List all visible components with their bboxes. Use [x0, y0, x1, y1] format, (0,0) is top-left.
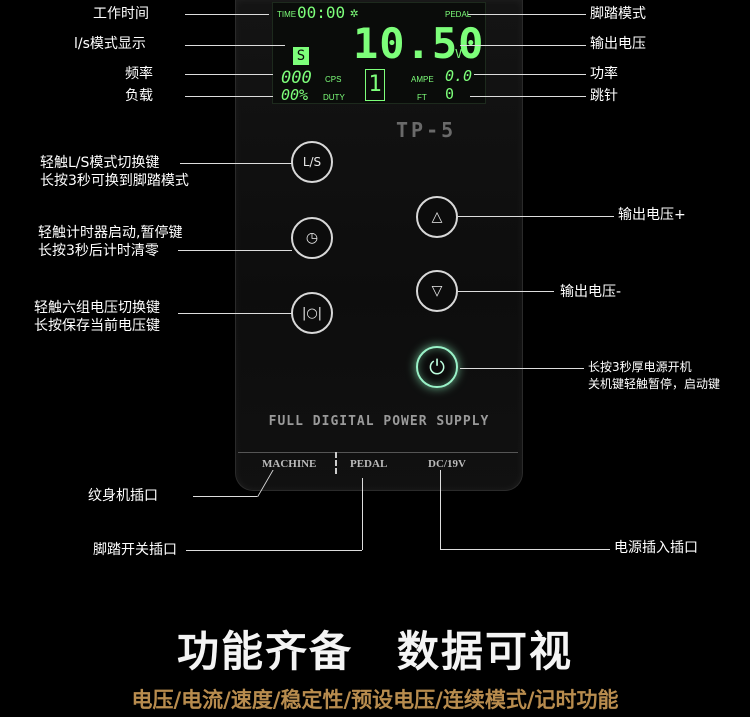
lcd-duty-unit: DUTY [323, 93, 345, 102]
voltage-up-button[interactable]: △ [416, 196, 458, 238]
leader-line [470, 96, 586, 97]
label-output-voltage: 输出电压 [590, 36, 646, 52]
lcd-ampe-value: 0.0 [445, 67, 473, 85]
preset-icon: |○| [301, 305, 323, 321]
lcd-ampe-label: AMPE [411, 75, 434, 84]
lcd-gear-icon: ✲ [350, 5, 359, 21]
lcd-ft-value: 0 [445, 85, 455, 103]
label-pedal-mode: 脚踏模式 [590, 6, 646, 22]
lcd-frequency-unit: CPS [325, 75, 342, 84]
leader-line [468, 14, 586, 15]
port-divider [238, 452, 518, 453]
leader-line [180, 163, 292, 164]
label-timer-button-1: 轻触计时器启动,暂停键 [38, 225, 183, 241]
leader-line [178, 250, 292, 251]
timer-button[interactable]: ◷ [291, 217, 333, 259]
label-jump: 跳针 [590, 88, 618, 104]
lcd-duty-value: 00% [281, 86, 309, 104]
device-tagline: FULL DIGITAL POWER SUPPLY [268, 414, 490, 429]
triangle-down-icon: ▽ [431, 283, 443, 299]
label-power-port: 电源插入插口 [614, 540, 698, 556]
lcd-mode-letter: S [293, 47, 309, 65]
label-pedal-port: 脚踏开关插口 [93, 542, 177, 558]
voltage-down-button[interactable]: ▽ [416, 270, 458, 312]
ls-mode-button[interactable]: L/S [291, 141, 333, 183]
port-separator [335, 452, 337, 474]
label-ls-button-2: 长按3秒可换到脚踏模式 [40, 173, 189, 189]
lcd-time-label: TIME [277, 10, 297, 19]
label-work-time: 工作时间 [93, 6, 149, 22]
label-timer-button-2: 长按3秒后计时清零 [38, 243, 159, 259]
lcd-time-value: 00:00 [297, 3, 346, 22]
lcd-pedal-label: PEDAL [445, 10, 472, 19]
leader-line [474, 74, 586, 75]
lcd-voltage-value: 10.50 [353, 19, 485, 68]
leader-line [458, 291, 554, 292]
lcd-mid-digit: 1 [365, 69, 385, 101]
leader-line [440, 549, 610, 550]
label-power-button-2: 关机键轻触暂停，启动键 [588, 377, 721, 391]
leader-line [458, 216, 614, 217]
label-tattoo-port: 纹身机插口 [88, 488, 158, 504]
label-power: 功率 [590, 66, 618, 82]
label-frequency: 频率 [125, 66, 153, 82]
voltage-preset-button[interactable]: |○| [291, 292, 333, 334]
feature-list: 电压/电流/速度/稳定性/预设电压/连续模式/记时功能 [131, 688, 619, 712]
machine-port-label: MACHINE [262, 458, 317, 470]
leader-line [362, 478, 363, 550]
power-button[interactable]: ⏻ [416, 346, 458, 388]
lcd-frequency-value: 000 [281, 68, 312, 88]
label-voltage-button-1: 轻触六组电压切换键 [34, 300, 160, 316]
label-ls-mode: l/s模式显示 [74, 36, 146, 52]
leader-line [185, 45, 285, 46]
leader-line [440, 470, 441, 550]
label-load: 负载 [125, 88, 153, 104]
lcd-ft-label: FT [417, 93, 427, 102]
leader-line [185, 96, 273, 97]
ls-button-text: L/S [302, 155, 322, 169]
feature-heading: 功能齐备 数据可视 [176, 627, 573, 676]
lcd-display: TIME 00:00 ✲ PEDAL S 10.50 V 000 CPS 1 A… [272, 2, 486, 104]
leader-line [193, 496, 257, 497]
dc-port-label: DC/19V [428, 458, 466, 470]
label-voltage-button-2: 长按保存当前电压键 [34, 318, 160, 334]
label-power-button-1: 长按3秒厚电源开机 [588, 360, 692, 374]
leader-line [185, 14, 269, 15]
power-icon: ⏻ [429, 355, 445, 379]
label-voltage-down: 输出电压- [560, 284, 622, 300]
leader-line [460, 45, 586, 46]
label-voltage-up: 输出电压+ [618, 207, 686, 223]
pedal-port-label: PEDAL [350, 458, 388, 470]
leader-line [186, 550, 362, 551]
clock-icon: ◷ [305, 230, 319, 246]
leader-line [178, 313, 292, 314]
triangle-up-icon: △ [431, 209, 443, 225]
model-name: TP-5 [396, 118, 457, 142]
leader-line [460, 368, 584, 369]
lcd-voltage-unit: V [455, 47, 463, 61]
label-ls-button-1: 轻触L/S模式切换键 [40, 155, 160, 171]
leader-line [185, 74, 273, 75]
